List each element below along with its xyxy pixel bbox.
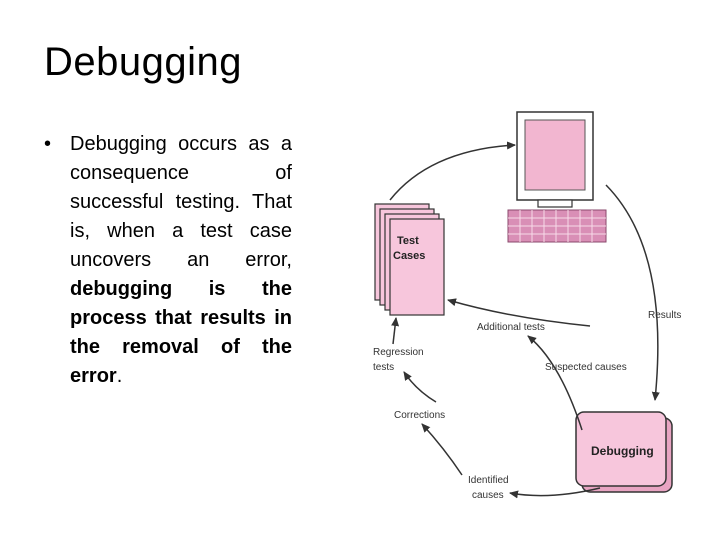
monitor-stand <box>537 199 573 208</box>
corrections-label: Corrections <box>394 410 445 421</box>
regression-tests-label-line2: tests <box>373 362 394 373</box>
arrow-regression-tests <box>391 317 400 345</box>
arrow-suspected-causes <box>527 335 583 431</box>
bullet-text-intro: Debugging occurs as a consequence of suc… <box>70 133 292 271</box>
identified-causes-label-line2: causes <box>472 490 504 501</box>
test-cases-label-line1: Test <box>397 235 419 247</box>
additional-tests-label: Additional tests <box>477 322 545 333</box>
keyboard-icon <box>507 209 607 243</box>
debugging-box-label: Debugging <box>591 444 654 458</box>
slide-title: Debugging <box>44 40 242 84</box>
bullet-dot-icon: • <box>44 133 52 155</box>
suspected-causes-label: Suspected causes <box>545 362 627 373</box>
arrow-additional-tests <box>447 298 591 327</box>
test-cases-stack: Test Cases <box>374 203 445 316</box>
bullet-text-bold: debugging is the process that results in… <box>70 278 292 387</box>
monitor-screen <box>524 119 586 191</box>
arrow-debug-to-identified <box>509 487 601 499</box>
arrow-results <box>605 184 660 401</box>
bullet-text: Debugging occurs as a consequence of suc… <box>70 130 292 391</box>
arrow-identified-causes <box>421 423 463 476</box>
regression-tests-label-line1: Regression <box>373 347 424 358</box>
debugging-box: Debugging <box>575 411 673 493</box>
debugging-process-diagram: Test Cases Debugging Results Additional … <box>373 111 681 501</box>
bullet-point: • Debugging occurs as a consequence of s… <box>44 130 292 391</box>
test-cases-label-line2: Cases <box>393 250 425 262</box>
arrow-corrections <box>403 371 437 403</box>
computer-icon <box>507 111 607 243</box>
arrow-to-computer <box>389 141 516 201</box>
identified-causes-label-line1: Identified <box>468 475 509 486</box>
bullet-text-end: . <box>116 365 123 387</box>
results-label: Results <box>648 310 681 321</box>
